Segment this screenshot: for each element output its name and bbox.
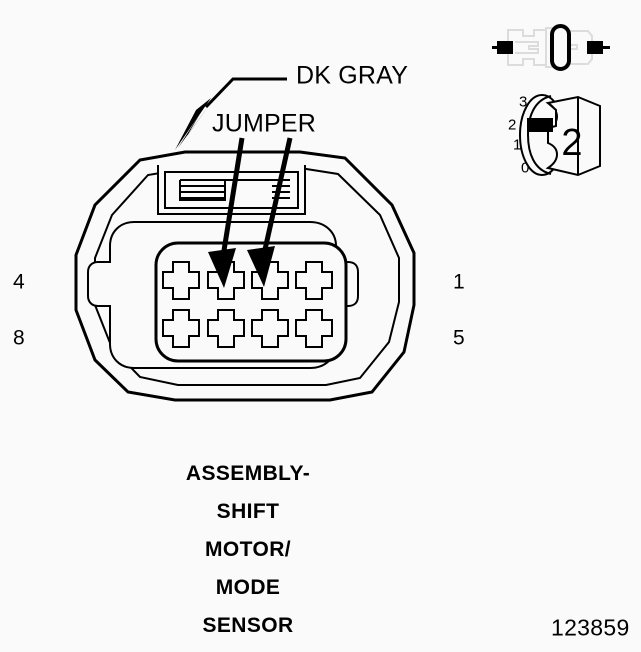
jumper-label: JUMPER (212, 109, 316, 138)
component-name-line-3: MOTOR/ (204, 538, 291, 561)
pin-number-8: 8 (13, 326, 25, 350)
mode-switch-icon (519, 94, 601, 177)
switch-scale-label-0: 0 (521, 159, 530, 177)
pin-number-4: 4 (13, 270, 25, 294)
part-number-label: 123859 (551, 614, 630, 641)
component-name-line-4: MODE (215, 576, 281, 599)
connector-callout-arrowhead (175, 98, 213, 150)
switch-position-digit: 2 (561, 122, 583, 164)
switch-scale-label-3: 3 (519, 93, 528, 111)
jumper-arrow-left (208, 137, 245, 288)
pin-number-1: 1 (453, 270, 465, 294)
switch-scale-label-1: 1 (513, 136, 522, 154)
component-name-label: ASSEMBLY- SHIFT MOTOR/ MODE SENSOR (118, 455, 378, 645)
dk-gray-label: DK GRAY (296, 61, 409, 90)
jumper-plug-icon (492, 24, 610, 71)
component-name-line-5: SENSOR (202, 614, 294, 637)
dk-gray-leader-line (204, 77, 287, 109)
component-name-line-1: ASSEMBLY- (185, 462, 311, 485)
pin-number-5: 5 (453, 326, 465, 350)
pin-cavities (162, 261, 333, 348)
jumper-arrow-right (247, 137, 293, 287)
connector-outline (74, 150, 416, 402)
switch-scale-label-2: 2 (508, 116, 517, 134)
component-name-line-2: SHIFT (216, 500, 280, 523)
